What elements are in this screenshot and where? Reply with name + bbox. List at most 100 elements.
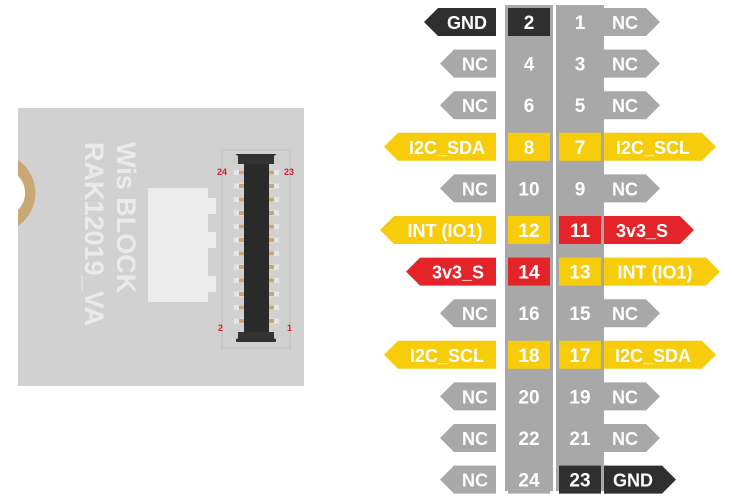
pin-label-tag xyxy=(440,382,496,411)
pin-number: 3 xyxy=(575,55,586,76)
pin-label-tag xyxy=(440,299,496,328)
pin-number-box xyxy=(559,91,601,120)
pin-label-tag xyxy=(440,49,496,78)
pin-number-box xyxy=(559,465,601,494)
pin-row-4: 4NC xyxy=(440,49,550,78)
model-text: RAK12019_VA xyxy=(79,142,109,326)
pin-label: INT (IO1) xyxy=(408,221,483,241)
pin-number: 14 xyxy=(518,263,540,284)
pin-label: NC xyxy=(462,179,488,199)
connector-pad xyxy=(239,211,244,215)
connector-outline xyxy=(221,149,291,349)
connector-pad xyxy=(269,305,274,310)
pin-number-box xyxy=(508,340,550,369)
pin-number-box xyxy=(508,216,550,244)
pin-label-tag xyxy=(604,49,660,78)
connector-latch-bottom xyxy=(236,332,276,342)
pin-number: 9 xyxy=(575,179,586,200)
pin-label-tag xyxy=(604,174,660,203)
pin-number: 4 xyxy=(524,55,535,76)
connector-pad xyxy=(269,197,274,202)
connector-pad xyxy=(239,170,244,175)
mounting-hole-inner xyxy=(18,176,26,210)
connector-pad xyxy=(269,319,274,323)
pin-number: 18 xyxy=(518,346,539,367)
connector-pad xyxy=(269,238,274,242)
pin-label: NC xyxy=(612,429,638,449)
pin-number-box xyxy=(508,424,550,452)
pin-row-20: 20 NC xyxy=(440,382,550,411)
pin-row-12: 12 INT (IO1) xyxy=(380,216,550,244)
pin-label: NC xyxy=(612,179,638,199)
connector-latch-top xyxy=(236,154,276,164)
connector-pad xyxy=(269,265,274,269)
pin-label: I2C_SDA xyxy=(409,138,485,158)
pin-number: 7 xyxy=(575,138,586,159)
connector-pad xyxy=(239,184,244,188)
module-board: Wis BLOCK RAK12019_VA 24 23 2 1 xyxy=(18,108,304,386)
component-outline xyxy=(148,188,216,302)
connector-end-pads xyxy=(230,155,282,339)
pin-number-box xyxy=(559,340,601,369)
connector-pad xyxy=(239,305,244,310)
brand-text: Wis BLOCK xyxy=(111,142,141,294)
pin-label-tag xyxy=(440,424,496,452)
pin-label: GND xyxy=(447,13,487,33)
pin-label: GND xyxy=(613,471,653,491)
pin-number: 16 xyxy=(518,304,539,325)
pin-label: NC xyxy=(612,13,638,33)
pin-label-tag xyxy=(440,465,496,494)
pin-number: 12 xyxy=(518,221,539,242)
pin-number-box xyxy=(559,8,601,36)
pin-number-box xyxy=(559,382,601,411)
pin-label-tag xyxy=(604,424,660,452)
pin-row-7: 7 I2C_SCL xyxy=(559,132,716,161)
pin-label: NC xyxy=(462,387,488,407)
pin-number: 23 xyxy=(569,471,590,492)
pin-number-box xyxy=(559,174,601,203)
connector-pad xyxy=(239,319,244,323)
pin-label-tag xyxy=(440,91,496,120)
pin-number: 10 xyxy=(518,179,539,200)
connector-body xyxy=(244,163,269,335)
pin-label: I2C_SCL xyxy=(616,138,690,158)
pin-number-box xyxy=(559,299,601,328)
pin-label-tag xyxy=(604,132,716,161)
pin-number-box xyxy=(508,91,550,120)
pin-row-9: 9 NC xyxy=(559,174,660,203)
pin-label: NC xyxy=(612,96,638,116)
pin-label: NC xyxy=(462,96,488,116)
pin-label: NC xyxy=(462,429,488,449)
connector-pad xyxy=(239,265,244,269)
pin-label: 3v3_S xyxy=(616,221,668,241)
pin-number: 22 xyxy=(518,429,539,450)
pin-label: I2C_SDA xyxy=(615,346,691,366)
pin-label-tag xyxy=(604,340,716,369)
pin-label: NC xyxy=(612,304,638,324)
connector-pad xyxy=(269,184,274,188)
pin-number-box xyxy=(508,132,550,161)
pin-label-tag xyxy=(380,216,496,244)
pin-label-tag xyxy=(440,174,496,203)
pin-number: 2 xyxy=(524,13,535,34)
pin-label-tag xyxy=(604,216,694,244)
pin-label-tag xyxy=(604,91,660,120)
connector-pad xyxy=(239,197,244,202)
pin-number: 1 xyxy=(575,13,586,34)
connector-pad xyxy=(239,278,244,283)
connector-pad xyxy=(239,251,244,256)
pin-number-box xyxy=(508,465,550,494)
pin-number-box xyxy=(508,382,550,411)
pin-number: 20 xyxy=(518,387,539,408)
pin-row-1: 1 NC xyxy=(559,8,660,36)
